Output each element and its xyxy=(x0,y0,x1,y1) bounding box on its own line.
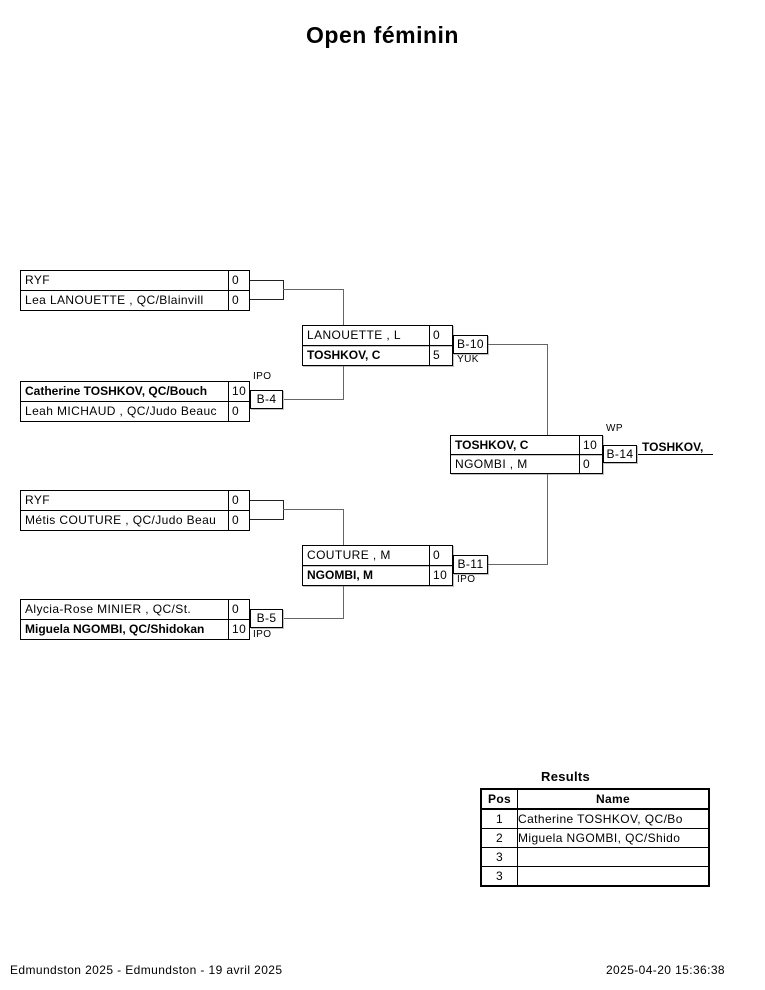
competitor-score: 10 xyxy=(232,384,247,398)
competitor-name: Métis COUTURE , QC/Judo Beau xyxy=(21,511,229,530)
result-name xyxy=(517,866,710,887)
win-type-label: WP xyxy=(606,423,623,434)
competitor-name: Alycia-Rose MINIER , QC/St. xyxy=(21,600,229,619)
result-pos: 1 xyxy=(480,808,518,829)
result-pos: 3 xyxy=(480,866,518,887)
competitor-row: Métis COUTURE , QC/Judo Beau 0 xyxy=(21,511,249,530)
competitor-row: NGOMBI , M 0 xyxy=(451,455,602,473)
bracket-connector xyxy=(488,564,547,565)
competitor-name: LANOUETTE , L xyxy=(303,326,430,345)
competitor-row: Leah MICHAUD , QC/Judo Beauc 0 xyxy=(21,402,249,421)
competitor-row: LANOUETTE , L 0 xyxy=(303,326,452,346)
competitor-score: 10 xyxy=(433,568,448,582)
bracket-connector xyxy=(343,586,344,619)
competitor-name: RYF xyxy=(21,271,229,290)
bracket-connector xyxy=(547,344,548,435)
win-type-label: IPO xyxy=(253,371,272,382)
competitor-name: RYF xyxy=(21,491,229,510)
results-row: 1 Catherine TOSHKOV, QC/Bo xyxy=(480,808,710,829)
result-pos: 2 xyxy=(480,828,518,848)
bracket-connector xyxy=(283,280,284,300)
competitor-row: Alycia-Rose MINIER , QC/St. 0 xyxy=(21,600,249,620)
bracket-connector xyxy=(250,280,283,281)
competitor-name: Leah MICHAUD , QC/Judo Beauc xyxy=(21,402,229,421)
competitor-score: 0 xyxy=(232,293,240,307)
competitor-score: 0 xyxy=(232,273,240,287)
competitor-row: NGOMBI, M 10 xyxy=(303,566,452,585)
bracket-connector xyxy=(343,509,344,545)
match-number-b11: B-11 xyxy=(453,555,488,574)
competitor-row: TOSHKOV, C 10 xyxy=(451,436,602,455)
results-table: Pos Name 1 Catherine TOSHKOV, QC/Bo 2 Mi… xyxy=(480,788,710,887)
bracket-connector xyxy=(547,474,548,565)
competitor-score: 10 xyxy=(583,438,598,452)
footer-timestamp: 2025-04-20 15:36:38 xyxy=(605,963,725,977)
competitor-score: 0 xyxy=(433,328,441,342)
bracket-connector xyxy=(283,509,343,510)
competitor-row: COUTURE , M 0 xyxy=(303,546,452,566)
competitor-score: 0 xyxy=(433,548,441,562)
result-name: Catherine TOSHKOV, QC/Bo xyxy=(517,808,710,829)
competitor-name: TOSHKOV, C xyxy=(303,346,430,365)
match-box-3: RYF 0 Métis COUTURE , QC/Judo Beau 0 xyxy=(20,490,250,531)
competitor-score: 0 xyxy=(232,513,240,527)
competitor-score: 5 xyxy=(433,348,441,362)
results-col-pos: Pos xyxy=(480,788,518,810)
winner-name: TOSHKOV, xyxy=(642,440,704,454)
competitor-name: Catherine TOSHKOV, QC/Bouch xyxy=(21,382,229,401)
result-pos: 3 xyxy=(480,847,518,867)
bracket-connector xyxy=(250,299,283,300)
match-box-sf2: COUTURE , M 0 NGOMBI, M 10 xyxy=(302,545,453,586)
match-number-b5: B-5 xyxy=(250,609,283,628)
competitor-score: 0 xyxy=(583,457,591,471)
competitor-row: Lea LANOUETTE , QC/Blainvill 0 xyxy=(21,291,249,310)
win-type-label: IPO xyxy=(457,574,476,585)
result-name xyxy=(517,847,710,867)
competitor-name: Miguela NGOMBI, QC/Shidokan xyxy=(21,620,229,639)
bracket-connector xyxy=(343,289,344,325)
results-header-row: Pos Name xyxy=(480,788,710,810)
footer-event-info: Edmundston 2025 - Edmundston - 19 avril … xyxy=(10,963,283,977)
competitor-row: TOSHKOV, C 5 xyxy=(303,346,452,365)
competitor-score: 0 xyxy=(232,602,240,616)
competitor-name: COUTURE , M xyxy=(303,546,430,565)
results-title: Results xyxy=(541,769,591,784)
match-number-b10: B-10 xyxy=(453,335,488,354)
competitor-name: NGOMBI, M xyxy=(303,566,430,585)
bracket-connector xyxy=(283,289,343,290)
match-box-sf1: LANOUETTE , L 0 TOSHKOV, C 5 xyxy=(302,325,453,366)
winner-line xyxy=(638,454,713,455)
bracket-connector xyxy=(284,618,343,619)
competitor-name: Lea LANOUETTE , QC/Blainvill xyxy=(21,291,229,310)
page-title: Open féminin xyxy=(306,22,459,48)
bracket-connector xyxy=(250,519,283,520)
result-name: Miguela NGOMBI, QC/Shido xyxy=(517,828,710,848)
bracket-connector xyxy=(250,500,283,501)
match-box-1: RYF 0 Lea LANOUETTE , QC/Blainvill 0 xyxy=(20,270,250,311)
competitor-name: NGOMBI , M xyxy=(451,455,580,473)
competitor-row: RYF 0 xyxy=(21,271,249,291)
match-number-b4: B-4 xyxy=(250,390,283,409)
bracket-connector xyxy=(343,366,344,400)
win-type-label: IPO xyxy=(253,629,272,640)
results-col-name: Name xyxy=(517,788,710,810)
match-box-final: TOSHKOV, C 10 NGOMBI , M 0 xyxy=(450,435,603,474)
bracket-connector xyxy=(283,500,284,520)
competitor-score: 0 xyxy=(232,493,240,507)
competitor-row: RYF 0 xyxy=(21,491,249,511)
competitor-row: Catherine TOSHKOV, QC/Bouch 10 xyxy=(21,382,249,402)
match-number-b14: B-14 xyxy=(603,445,637,463)
competitor-name: TOSHKOV, C xyxy=(451,436,580,454)
results-row: 3 xyxy=(480,847,710,867)
competitor-score: 0 xyxy=(232,404,240,418)
bracket-connector xyxy=(488,344,547,345)
results-row: 2 Miguela NGOMBI, QC/Shido xyxy=(480,828,710,848)
match-box-2: Catherine TOSHKOV, QC/Bouch 10 Leah MICH… xyxy=(20,381,250,422)
bracket-connector xyxy=(284,399,343,400)
match-box-4: Alycia-Rose MINIER , QC/St. 0 Miguela NG… xyxy=(20,599,250,640)
competitor-score: 10 xyxy=(232,622,247,636)
win-type-label: YUK xyxy=(457,354,479,365)
results-row: 3 xyxy=(480,866,710,887)
competitor-row: Miguela NGOMBI, QC/Shidokan 10 xyxy=(21,620,249,639)
